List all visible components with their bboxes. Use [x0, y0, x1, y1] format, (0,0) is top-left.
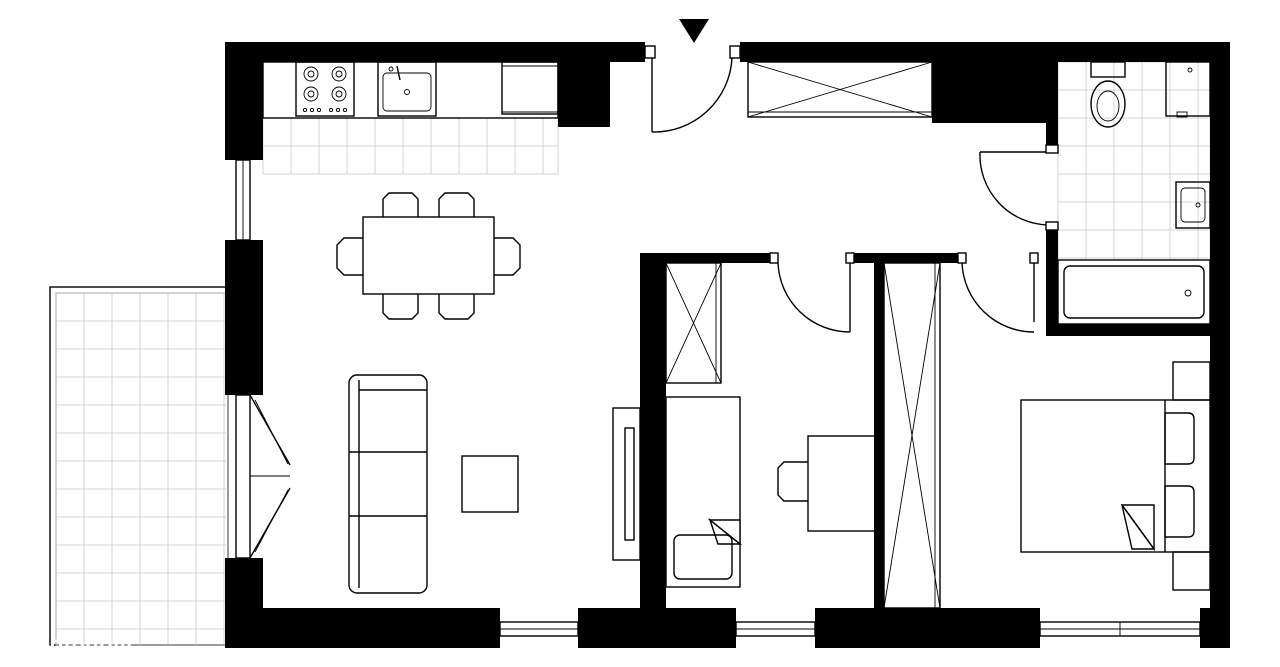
hall-wardrobe — [747, 61, 933, 118]
walls — [225, 42, 1230, 648]
coffee-table — [461, 455, 519, 513]
room2-door — [769, 252, 855, 333]
room2-bed — [665, 396, 742, 588]
bathroom — [1057, 61, 1211, 325]
kitchen-counter — [262, 61, 559, 119]
window-left-kitchen — [235, 159, 251, 241]
bathroom-floor-tiles — [1057, 61, 1211, 261]
windows — [235, 159, 1201, 637]
sink-icon — [377, 61, 437, 117]
window-bottom-living — [499, 621, 579, 637]
balcony — [49, 286, 229, 646]
kitchen-floor-tiles — [262, 117, 559, 175]
fridge-icon — [501, 61, 559, 115]
entrance-arrow-icon — [679, 19, 709, 43]
balcony-door — [235, 394, 291, 559]
room2-desk — [777, 435, 877, 532]
window-bottom-bedroom — [1039, 621, 1201, 637]
dining-table — [336, 192, 521, 320]
bathroom-door — [979, 144, 1059, 231]
sofa — [348, 374, 428, 594]
double-bed — [1020, 361, 1211, 591]
room2-wardrobe — [665, 262, 722, 384]
bedroom-wardrobe — [883, 262, 941, 609]
bathtub-icon — [1057, 259, 1211, 325]
entrance-door — [644, 45, 741, 133]
washing-machine-icon — [1165, 61, 1211, 118]
bedroom-door — [957, 252, 1039, 333]
watermark-logo: otodom — [50, 633, 133, 656]
stove-icon — [295, 61, 355, 117]
tile-border — [55, 292, 229, 646]
window-bottom-room2 — [735, 621, 816, 637]
tv-stand — [612, 407, 641, 561]
toilet-icon — [1090, 61, 1126, 128]
washbasin-icon — [1175, 181, 1211, 229]
